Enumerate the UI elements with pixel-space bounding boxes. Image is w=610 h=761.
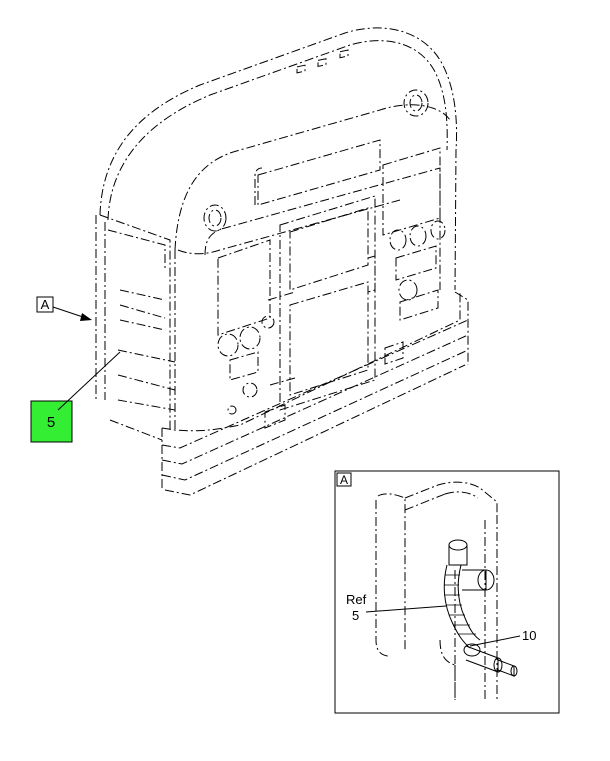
part-10-label: 10 bbox=[522, 628, 536, 643]
highlight-box[interactable] bbox=[30, 400, 73, 443]
ref-number-label: 5 bbox=[352, 608, 359, 623]
leader-line-5 bbox=[57, 351, 121, 411]
arrow-head-icon bbox=[80, 313, 92, 321]
view-ref-label: A bbox=[41, 297, 50, 312]
part-5-label: 5 bbox=[47, 414, 55, 431]
ref-word-label: Ref bbox=[346, 592, 367, 607]
callout-5-highlight[interactable]: 5 bbox=[30, 351, 121, 443]
leader-line-ref5 bbox=[365, 605, 447, 613]
detail-label: A bbox=[340, 473, 348, 487]
bus-rear-illustration bbox=[95, 27, 469, 496]
view-ref-a: A bbox=[36, 296, 92, 321]
detail-frame bbox=[334, 470, 560, 714]
detail-a-inset: A Ref 5 10 bbox=[334, 470, 560, 714]
leader-line-10 bbox=[469, 635, 521, 647]
